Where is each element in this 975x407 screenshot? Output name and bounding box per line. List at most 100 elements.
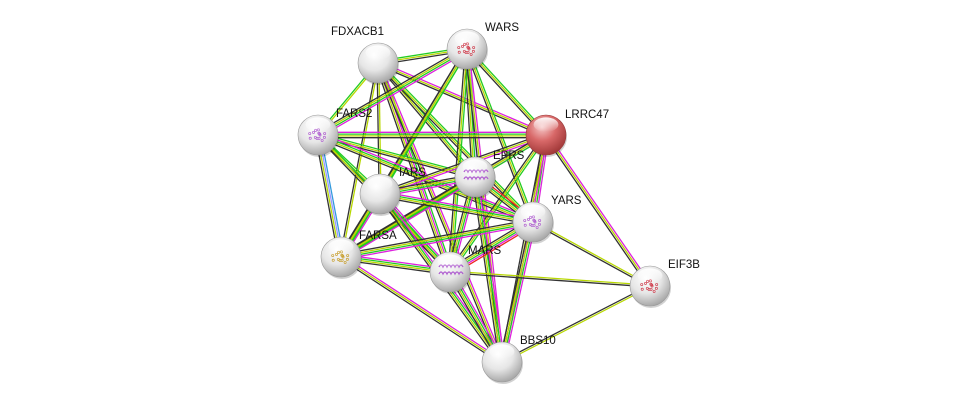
edge-evidence-yellowgreen [376,63,450,273]
edge-evidence-yellowgreen [502,286,651,364]
edge-evidence-magenta [319,50,469,138]
edge-evidence-green [475,176,504,362]
node-fars2[interactable]: FARS2 [297,108,372,157]
edge-evidence-yellowgreen [378,62,382,194]
edge-evidence-black [447,133,546,272]
edge-evidence-magenta [468,48,505,362]
edge-evidence-black [471,177,500,363]
protein-structure-icon [523,215,542,229]
node-label: YARS [551,195,582,207]
edge-evidence-yellowgreen [340,256,503,363]
edge-eprs-bbs10[interactable] [471,176,506,363]
edge-fars2-farsa[interactable] [314,134,345,258]
edge-evidence-green [318,132,476,176]
edge-yars-farsa[interactable] [340,218,534,261]
edge-evidence-magenta [341,254,504,362]
edge-evidence-black [314,135,339,258]
edge-fars2-lrrc47[interactable] [318,131,546,139]
edge-evidence-yellowgreen [379,194,533,224]
edge-evidence-black [375,63,501,363]
edge-evidence-magenta [342,178,477,260]
edge-evidence-yellowgreen [340,175,475,257]
node-farsa[interactable]: FARSA [320,230,397,279]
edge-eprs-farsa[interactable] [339,174,477,260]
edge-evidence-yellowgreen [316,135,341,258]
edge-iars-yars[interactable] [379,190,534,226]
edge-mars-eif3b[interactable] [449,270,651,288]
node-eif3b[interactable]: EIF3B [629,259,700,308]
edge-evidence-blue [320,134,345,257]
edge-evidence-yellowgreen [533,220,651,286]
edge-yars-eif3b[interactable] [532,220,651,288]
edge-evidence-yellowgreen [473,177,502,363]
node-gloss [437,254,463,269]
node-gloss [305,117,331,132]
edge-yars-bbs10[interactable] [498,221,537,363]
edge-lrrc47-eif3b[interactable] [543,133,653,288]
edge-evidence-black [379,196,533,226]
node-gloss [367,176,393,191]
edge-evidence-black [543,135,650,288]
node-gloss [454,31,480,46]
edge-evidence-black [316,46,466,134]
edge-evidence-magenta [504,222,537,363]
edge-evidence-black [340,218,533,255]
node-iars[interactable]: IARS [359,167,426,216]
edge-evidence-green [341,135,548,260]
node-yars[interactable]: YARS [512,195,582,244]
edge-evidence-magenta [477,176,506,362]
edge-evidence-black [376,63,380,195]
node-wars[interactable]: WARS [446,22,519,71]
edge-evidence-lightblue [318,134,343,257]
node-gloss [533,117,559,132]
node-gloss [637,268,663,283]
node-fdxacb1[interactable]: FDXACB1 [331,26,399,85]
edge-evidence-black [532,222,650,288]
edge-evidence-magenta [546,133,653,286]
node-eprs[interactable]: EPRS [454,150,525,199]
edge-evidence-black [501,284,650,362]
edge-evidence-yellowgreen [317,47,467,135]
edge-evidence-black [339,174,474,256]
edge-evidence-green [341,222,534,259]
node-gloss [489,344,515,359]
edge-evidence-black [464,49,501,363]
edge-fdxacb1-iars[interactable] [376,62,382,195]
node-bbs10[interactable]: BBS10 [481,335,556,384]
node-label: BBS10 [520,335,556,347]
edge-evidence-yellowgreen [377,62,534,223]
node-mars[interactable]: MARS [429,245,502,294]
edge-evidence-green [380,192,534,222]
edge-evidence-black [498,221,531,362]
edge-wars-fars2[interactable] [316,46,469,138]
node-gloss [520,204,546,219]
edge-fdxacb1-farsa[interactable] [339,62,380,258]
edge-fdxacb1-bbs10[interactable] [375,62,505,363]
edge-evidence-magenta [380,190,534,220]
node-label: FDXACB1 [331,26,384,38]
node-label: EPRS [493,150,525,162]
edge-evidence-green [502,222,535,363]
edge-evidence-black [449,272,650,288]
edge-evidence-green [341,177,476,259]
edge-lrrc47-farsa[interactable] [339,132,548,260]
edge-eif3b-bbs10[interactable] [501,284,651,364]
edge-farsa-bbs10[interactable] [339,254,504,365]
edge-evidence-magenta [379,62,505,362]
edge-evidence-yellowgreen [500,221,533,362]
edge-evidence-yellowgreen [449,134,547,273]
node-label: FARS2 [336,108,372,120]
node-gloss [462,159,488,174]
edge-evidence-yellowgreen [340,134,547,258]
edge-evidence-green [468,48,536,222]
edge-evidence-yellowgreen [377,62,503,363]
edge-evidence-black [339,62,378,257]
edge-evidence-black [339,257,502,365]
edge-evidence-green [318,49,468,137]
edge-lrrc47-mars[interactable] [447,133,549,274]
edge-evidence-yellowgreen [341,63,380,258]
node-lrrc47[interactable]: LRRC47 [525,109,609,157]
edge-evidence-black [339,132,546,257]
